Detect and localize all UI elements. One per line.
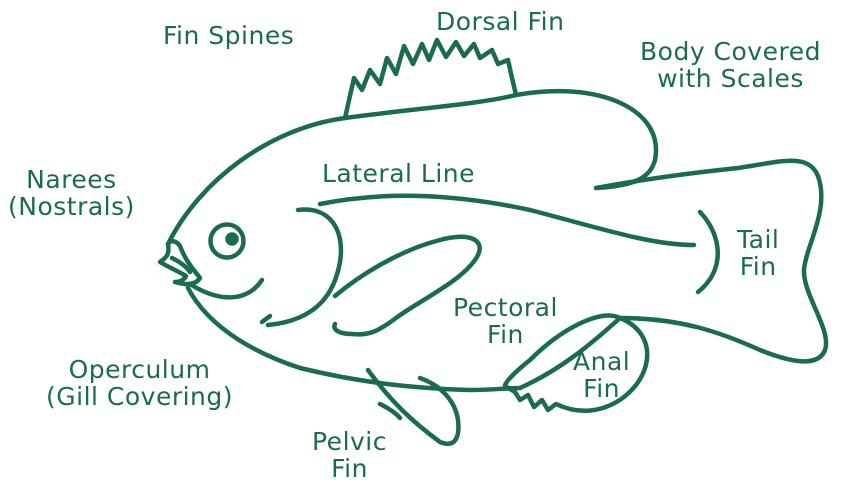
label-anal-fin: Anal Fin bbox=[573, 348, 630, 402]
lateral-line-path bbox=[320, 196, 694, 245]
eye-pupil bbox=[228, 235, 237, 244]
tail-upper-peduncle bbox=[596, 161, 826, 362]
label-narees: Narees (Nostrals) bbox=[8, 166, 135, 220]
label-body-covered-with-scales: Body Covered with Scales bbox=[640, 38, 821, 92]
cheek-line bbox=[190, 280, 262, 297]
label-lateral-line: Lateral Line bbox=[322, 160, 475, 187]
label-pectoral-fin: Pectoral Fin bbox=[453, 294, 558, 348]
label-fin-spines: Fin Spines bbox=[163, 22, 294, 49]
dorsal-fin-outline bbox=[516, 91, 656, 188]
label-pelvic-fin: Pelvic Fin bbox=[312, 428, 387, 480]
label-tail-fin: Tail Fin bbox=[737, 226, 779, 280]
gill-notch bbox=[262, 316, 270, 322]
label-operculum: Operculum (Gill Covering) bbox=[46, 356, 233, 410]
operculum-line bbox=[268, 210, 341, 325]
label-dorsal-fin: Dorsal Fin bbox=[436, 8, 564, 35]
tail-base-curve bbox=[698, 212, 718, 292]
